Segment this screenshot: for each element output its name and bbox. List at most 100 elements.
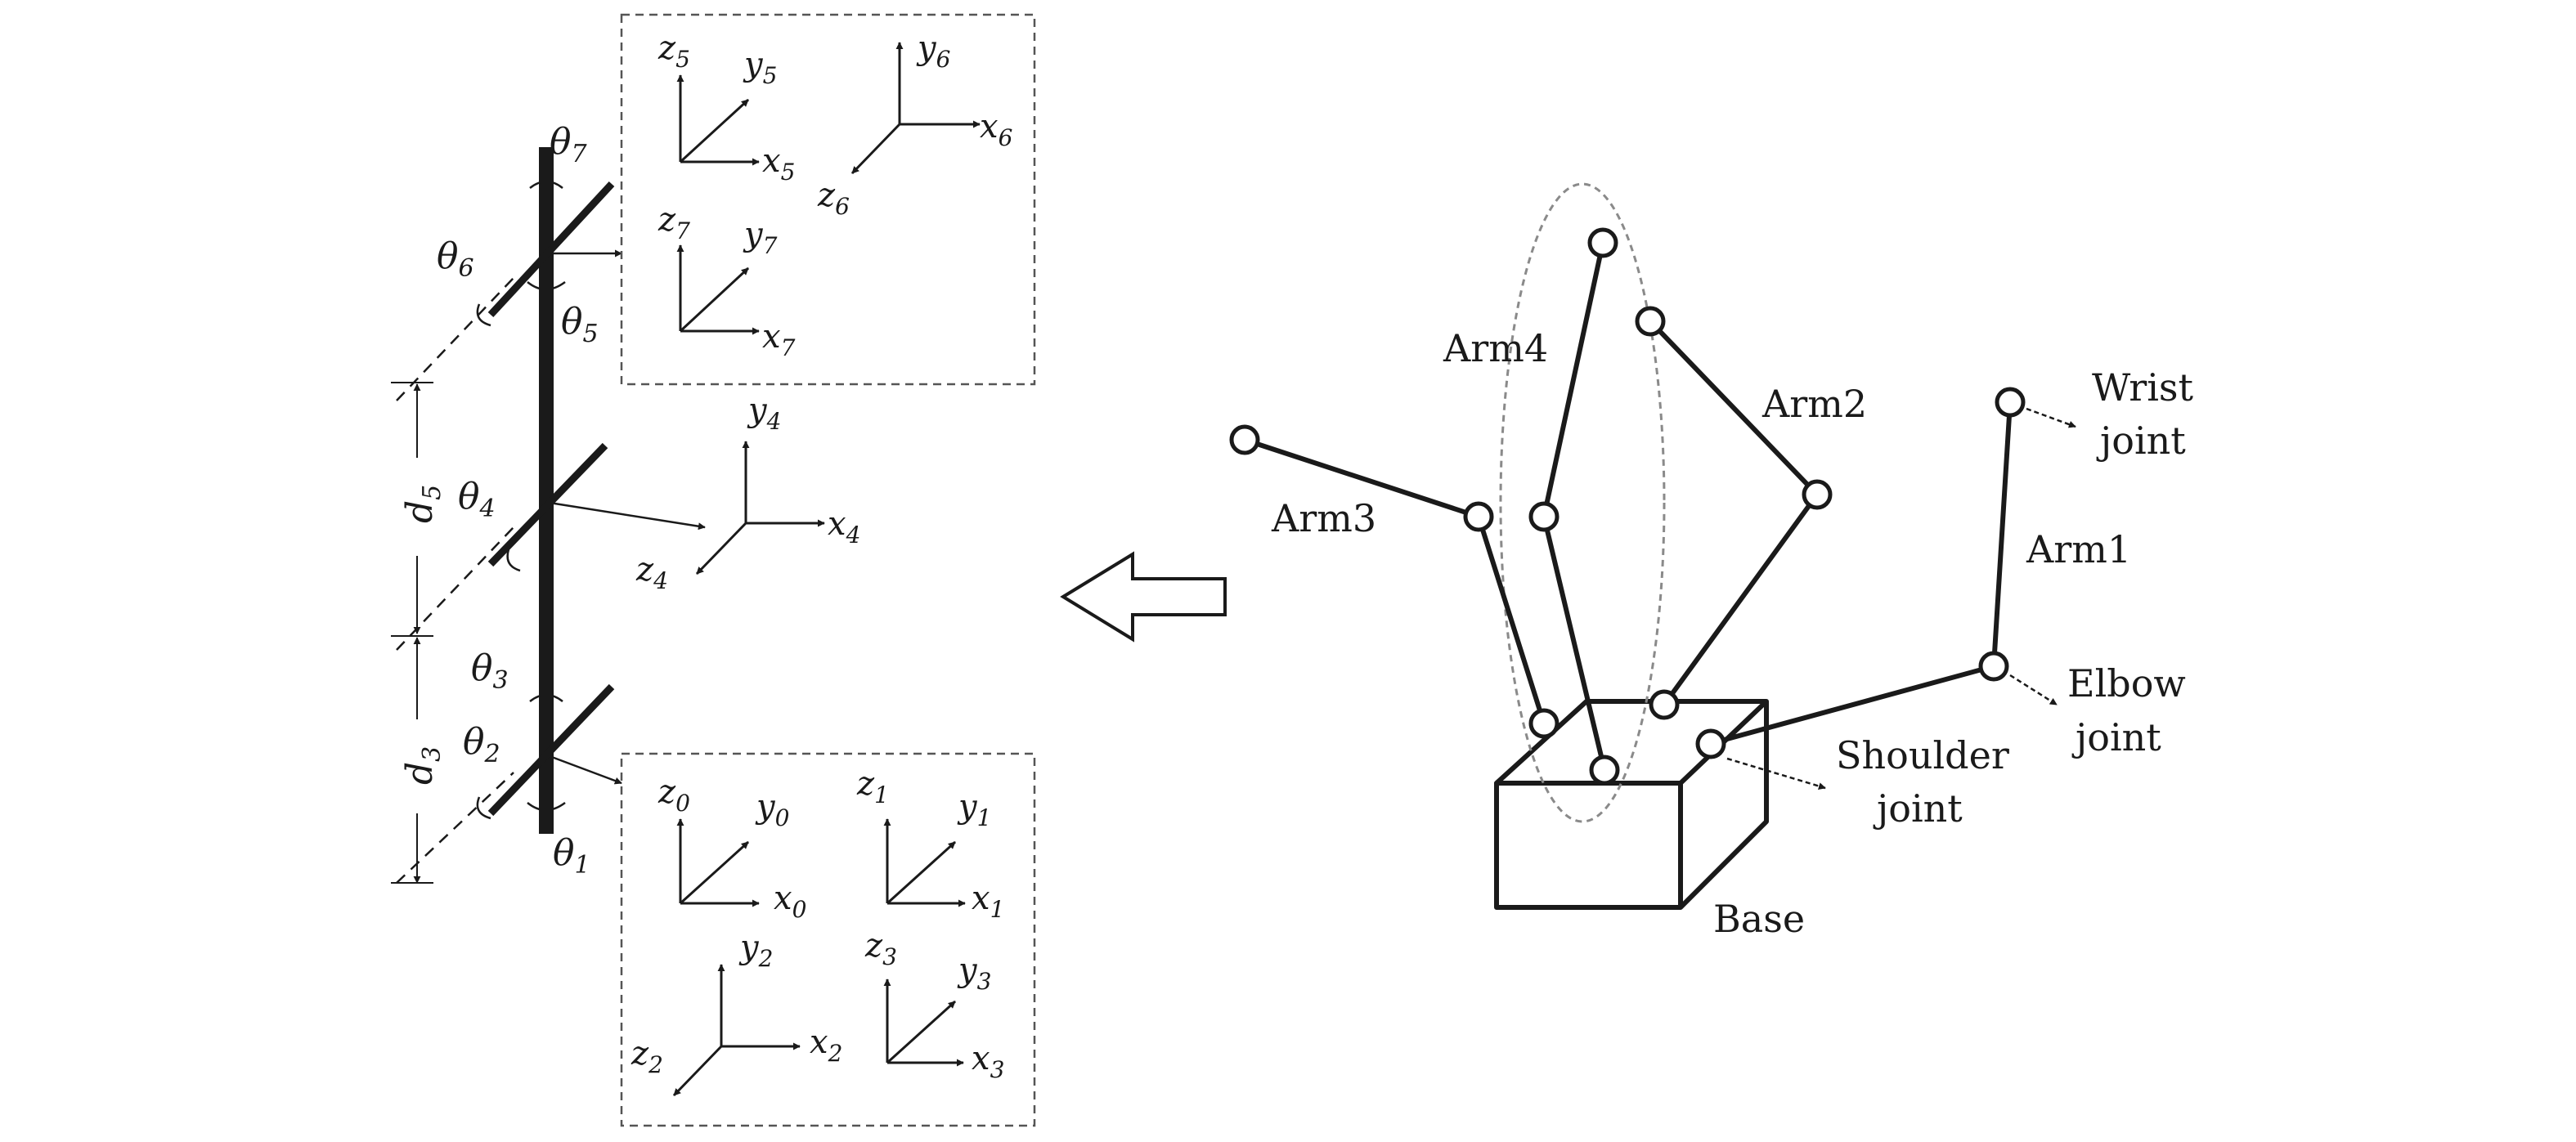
x5-label: x5 — [762, 142, 795, 186]
frame-box-lower — [620, 752, 1036, 1127]
d5-label: d5 — [399, 485, 447, 523]
x2-label: x2 — [810, 1023, 842, 1067]
y3-label: y3 — [957, 952, 991, 995]
arm1-wrist-joint — [1995, 387, 2026, 418]
x6-label: x6 — [980, 108, 1012, 151]
y5-label: y5 — [743, 46, 777, 89]
z2-label: z2 — [631, 1035, 663, 1078]
arm2-wrist-joint — [1635, 306, 1666, 337]
arm1-elbow-joint — [1978, 651, 2009, 682]
theta6-label: θ6 — [437, 235, 474, 283]
z2-axis — [672, 1045, 723, 1097]
elbow-callout-arrow — [2009, 674, 2058, 706]
d3-label: d3 — [399, 746, 447, 785]
z6-axis — [850, 123, 901, 175]
x0-label: x0 — [774, 880, 806, 923]
x7-label: x7 — [762, 318, 796, 361]
arm1-label: Arm1 — [2026, 527, 2131, 571]
frame-3: z3 y3 x3 — [864, 927, 1004, 1083]
arm3-shoulder-joint — [1528, 708, 1560, 739]
arm2-shoulder-joint — [1649, 689, 1680, 720]
shoulder-joint-label-line2: joint — [1873, 786, 1963, 831]
frame-4: y4 x4 z4 — [635, 392, 860, 594]
y0-axis — [679, 840, 750, 905]
joint-bar-mid — [487, 442, 608, 567]
theta1-label: θ1 — [553, 832, 590, 880]
frame-5: z5 y5 x5 — [657, 29, 795, 186]
theta5-label: θ5 — [561, 301, 599, 348]
frame-0: z0 y0 x0 — [657, 773, 806, 923]
shoulder-callout-arrow — [1726, 757, 1826, 790]
z1-label: z1 — [856, 765, 889, 808]
rotation-arc-theta5 — [527, 280, 566, 291]
arm3-link — [1242, 437, 1546, 726]
base-label: Base — [1713, 897, 1805, 941]
pointer-arrow — [549, 755, 622, 785]
arm2-link — [1648, 319, 1820, 707]
wrist-joint-label-line2: joint — [2096, 419, 2186, 463]
rotation-arc-theta7 — [529, 180, 563, 189]
frame-box-upper — [620, 13, 1036, 386]
z4-axis — [695, 522, 747, 575]
rotation-arc-theta6 — [476, 303, 491, 327]
z3-label: z3 — [864, 927, 897, 970]
arm2-elbow-joint — [1802, 479, 1833, 510]
shoulder-joint-label-line1: Shoulder — [1836, 733, 2009, 777]
pointer-arrow — [549, 501, 706, 531]
hollow-left-arrow — [1060, 551, 1227, 643]
dashed-projection — [396, 277, 514, 401]
z0-label: z0 — [657, 773, 690, 817]
z4-label: z4 — [635, 551, 668, 594]
arm1-link — [1707, 400, 2013, 746]
x4-label: x4 — [828, 505, 860, 549]
arm1-shoulder-joint — [1695, 728, 1726, 759]
elbow-joint-label-line1: Elbow — [2067, 661, 2186, 705]
y6-label: y6 — [916, 29, 950, 73]
frame-2: y2 x2 z2 — [631, 929, 842, 1097]
theta7-label: θ7 — [550, 121, 588, 168]
y0-label: y0 — [755, 788, 789, 831]
arm3-wrist-joint — [1229, 424, 1260, 455]
y1-axis — [886, 840, 957, 905]
x3-label: x3 — [972, 1040, 1004, 1083]
arm4-wrist-joint — [1587, 227, 1618, 258]
frame-6: y6 x6 z6 — [817, 29, 1012, 220]
z5-label: z5 — [657, 29, 690, 73]
rotation-arc-theta2 — [476, 796, 491, 820]
arm4-shoulder-joint — [1589, 755, 1620, 786]
y2-label: y2 — [738, 929, 773, 972]
rotation-arc-theta4 — [506, 549, 521, 572]
kinematic-chain: θ7 θ6 θ5 θ4 θ3 θ2 θ1 d5 d3 — [391, 121, 706, 884]
frame-1: z1 y1 x1 — [856, 765, 1004, 923]
x1-label: x1 — [972, 880, 1004, 923]
rotation-arc-theta1 — [527, 801, 566, 812]
y1-label: y1 — [957, 788, 991, 831]
y7-axis — [679, 266, 750, 333]
robot-arms: Arm1 Arm2 Arm3 Arm4 Wrist joint Elbow jo… — [1229, 182, 2194, 941]
arm4-elbow-joint — [1528, 501, 1560, 532]
z6-label: z6 — [817, 177, 850, 220]
arm3-elbow-joint — [1463, 501, 1494, 532]
theta3-label: θ3 — [471, 647, 509, 695]
arm4-label: Arm4 — [1443, 326, 1548, 370]
frame-7: z7 y7 x7 — [657, 201, 796, 361]
y3-axis — [886, 1000, 957, 1064]
theta2-label: θ2 — [463, 721, 500, 768]
dashed-projection — [396, 772, 514, 884]
wrist-joint-label-line1: Wrist — [2092, 365, 2194, 410]
joint-bar-bottom — [487, 683, 615, 817]
wrist-callout-arrow — [2026, 407, 2076, 428]
highlight-ellipse — [1499, 182, 1666, 823]
rotation-arc-theta3 — [529, 693, 563, 702]
theta4-label: θ4 — [458, 476, 496, 523]
y5-axis — [679, 98, 750, 163]
y7-label: y7 — [743, 216, 778, 259]
dashed-projection — [396, 526, 514, 651]
y4-label: y4 — [747, 392, 781, 435]
arm3-label: Arm3 — [1271, 496, 1376, 540]
arm2-label: Arm2 — [1761, 382, 1867, 426]
z7-label: z7 — [657, 201, 690, 244]
joint-bar-top — [487, 181, 615, 318]
